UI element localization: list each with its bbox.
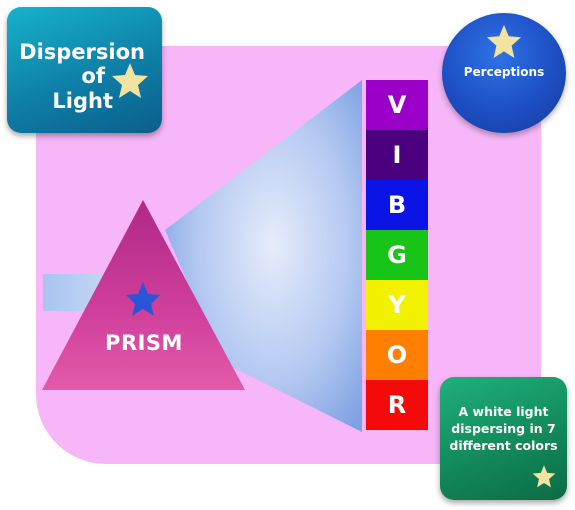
prism-label: PRISM [105, 331, 183, 355]
star-icon [126, 282, 160, 316]
title-line-2: of [81, 64, 105, 88]
brand-label: Perceptions [463, 65, 545, 79]
spectrum-band-indigo: I [366, 130, 428, 180]
spectrum-band-violet: V [366, 80, 428, 130]
title-line-1: Dispersion [19, 40, 145, 64]
spectrum-band-blue: B [366, 180, 428, 230]
caption-card: A white light dispersing in 7 different … [440, 377, 567, 500]
spectrum-band-green: G [366, 230, 428, 280]
star-icon [486, 24, 522, 59]
spectrum-band-yellow: Y [366, 280, 428, 330]
title-line-3: Light [52, 89, 113, 113]
star-icon [112, 63, 148, 98]
spectrum-band-red: R [366, 380, 428, 430]
brand-badge: Perceptions [442, 13, 566, 133]
title-card: Dispersion of Light [7, 7, 162, 133]
color-spectrum: V I B G Y O R [366, 80, 428, 430]
star-icon [532, 465, 556, 488]
caption-text: A white light dispersing in 7 different … [449, 404, 558, 453]
spectrum-band-orange: O [366, 330, 428, 380]
